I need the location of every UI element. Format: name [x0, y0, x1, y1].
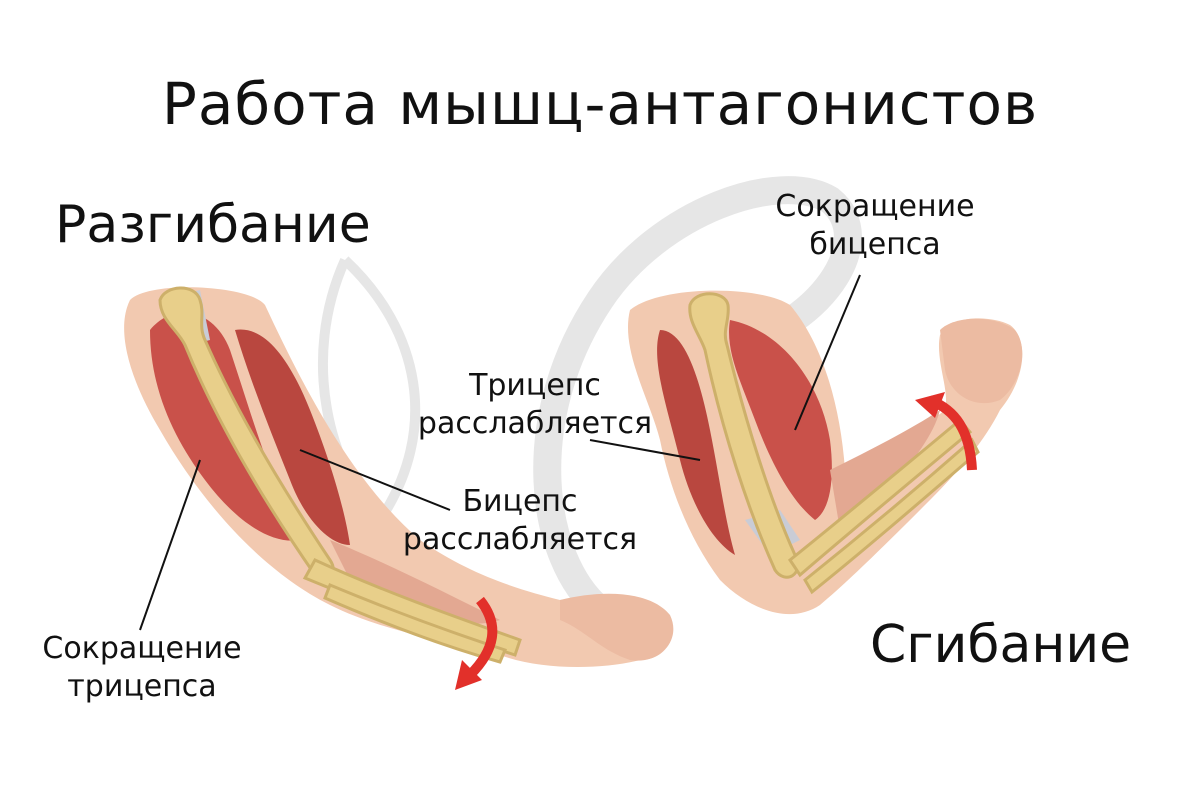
extended-forearm-bone-2: [323, 583, 508, 664]
extension-biceps-label-line2: расслабляется: [402, 522, 638, 557]
extended-biceps-muscle: [235, 329, 350, 545]
extended-rotation-arrowhead: [455, 660, 482, 690]
extension-biceps-label: Бицепс расслабляется: [385, 483, 655, 559]
flexed-rotation-arrowhead: [915, 392, 945, 418]
extension-triceps-label-line1: Сокращение: [42, 631, 242, 666]
extension-triceps-label-line2: трицепса: [67, 669, 217, 704]
extended-arm: [124, 286, 674, 690]
flexion-biceps-label-line2: бицепса: [809, 227, 941, 262]
flexed-triceps-pointer: [589, 439, 701, 461]
extended-triceps-pointer: [139, 459, 201, 631]
flexed-fist: [940, 318, 1023, 404]
extended-humerus-bone: [158, 286, 335, 581]
flexed-forearm-bone: [787, 417, 973, 578]
flexed-forearm-muscle: [830, 410, 940, 530]
flexion-triceps-label: Трицепс расслабляется: [400, 367, 670, 443]
extension-heading: Разгибание: [55, 195, 371, 255]
flexion-triceps-label-line1: Трицепс: [469, 368, 601, 403]
extension-biceps-label-line1: Бицепс: [462, 484, 578, 519]
diagram-title: Работа мышц-антагонистов: [161, 70, 1039, 138]
flexion-triceps-label-line2: расслабляется: [417, 406, 653, 441]
extended-hand: [560, 593, 674, 661]
flexion-heading: Сгибание: [870, 615, 1132, 675]
extended-rotation-arrow: [466, 596, 498, 679]
flexed-arm: [589, 274, 1023, 615]
extended-biceps-pointer: [299, 449, 451, 511]
flexed-biceps-pointer: [794, 274, 861, 431]
flexed-triceps-muscle: [657, 330, 735, 555]
flexed-biceps-muscle: [729, 320, 832, 520]
flexion-biceps-label: Сокращение бицепса: [745, 188, 1005, 264]
flexed-forearm-bone-2: [803, 437, 980, 595]
flexion-biceps-label-line1: Сокращение: [775, 189, 975, 224]
extension-triceps-label: Сокращение трицепса: [12, 630, 272, 706]
